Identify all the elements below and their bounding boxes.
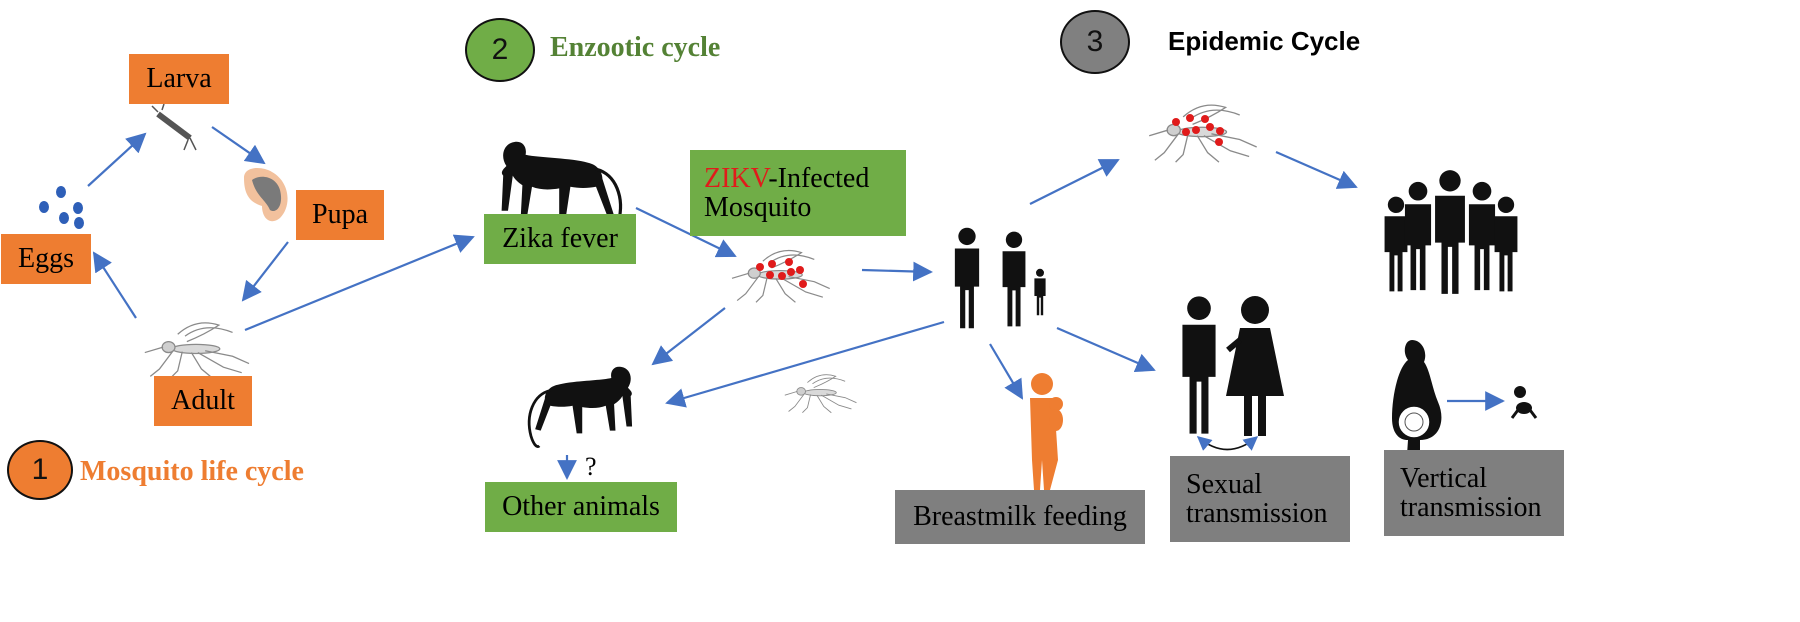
- adult-box: Adult: [154, 376, 252, 426]
- arrow-mosquito-to-family: [861, 261, 933, 282]
- mosquito-icon: [144, 322, 250, 379]
- arrow-mosquito-to-monkey: [651, 307, 726, 366]
- infected-label: -Infected: [768, 162, 870, 194]
- family-icon: [954, 227, 1046, 329]
- cycle-3-number: 3: [1086, 25, 1104, 58]
- eggs-label: Eggs: [18, 243, 74, 275]
- question-mark: ?: [585, 452, 597, 481]
- cycle-2-title: Enzootic cycle: [550, 32, 721, 63]
- arrow-adult-to-zika-fever: [244, 234, 475, 332]
- arrow-eggs-to-larva: [87, 132, 147, 187]
- arrow-larva-to-pupa: [211, 126, 266, 165]
- arrow-couple-mutual: [1196, 436, 1259, 451]
- arrow-family-to-breastmilk: [989, 343, 1024, 400]
- vertical-line2: transmission: [1400, 492, 1542, 523]
- arrow-family-to-epidemic-mosquito: [1029, 159, 1120, 205]
- breastmilk-label: Breastmilk feeding: [913, 501, 1127, 533]
- eggs-box: Eggs: [1, 234, 91, 284]
- adult-label: Adult: [171, 385, 235, 417]
- zikv-label: ZIKV: [704, 162, 769, 194]
- cycle-2-badge: 2: [465, 18, 535, 82]
- pupa-label: Pupa: [312, 199, 368, 231]
- sexual-line1: Sexual: [1186, 468, 1263, 500]
- cycle-1-badge: 1: [7, 440, 73, 500]
- baby-icon: [1510, 386, 1538, 419]
- sexual-transmission-box: Sexual transmission: [1170, 456, 1350, 542]
- cycle-3-badge: 3: [1060, 10, 1130, 74]
- couple-icon: [1182, 296, 1284, 436]
- infected-mosquito-icon: [731, 249, 831, 303]
- monkey-other-icon: [527, 365, 634, 449]
- mother-child-icon: [1030, 373, 1063, 490]
- vertical-transmission-box: Vertical transmission: [1384, 450, 1564, 536]
- zika-fever-label: Zika fever: [502, 223, 618, 255]
- infected-mosquito-box: ZIKV-Infected Mosquito: [690, 150, 906, 236]
- mosquito-small-icon: [784, 374, 858, 414]
- pregnant-woman-icon: [1392, 340, 1442, 470]
- arrows: [87, 126, 1505, 480]
- crowd-icon: [1384, 170, 1518, 294]
- sexual-line2: transmission: [1186, 498, 1328, 529]
- arrow-pupa-to-adult: [241, 241, 289, 302]
- larva-box: Larva: [129, 54, 229, 104]
- larva-icon: [151, 103, 197, 151]
- cycle-1-number: 1: [31, 453, 49, 486]
- pupa-icon: [244, 168, 288, 222]
- cycle-3-title: Epidemic Cycle: [1168, 26, 1361, 56]
- arrow-monkey-to-infected-mosquito: [635, 207, 737, 258]
- vertical-line1: Vertical: [1400, 462, 1488, 494]
- arrow-family-to-monkey: [665, 320, 945, 408]
- eggs-icon: [39, 186, 84, 229]
- arrow-epidemic-mosquito-to-crowd: [1275, 150, 1358, 189]
- arrow-adult-to-eggs: [92, 251, 137, 319]
- cycle-2-number: 2: [491, 33, 509, 66]
- arrow-family-to-couple: [1056, 326, 1156, 373]
- other-animals-box: Other animals: [485, 482, 677, 532]
- zika-fever-box: Zika fever: [484, 214, 636, 264]
- larva-label: Larva: [146, 63, 212, 95]
- cycle-1-title: Mosquito life cycle: [80, 456, 304, 487]
- pupa-box: Pupa: [296, 190, 384, 240]
- mosquito-label: Mosquito: [704, 192, 812, 223]
- epidemic-mosquito-icon: [1148, 104, 1258, 163]
- other-animals-label: Other animals: [502, 491, 660, 523]
- breastmilk-box: Breastmilk feeding: [895, 490, 1145, 544]
